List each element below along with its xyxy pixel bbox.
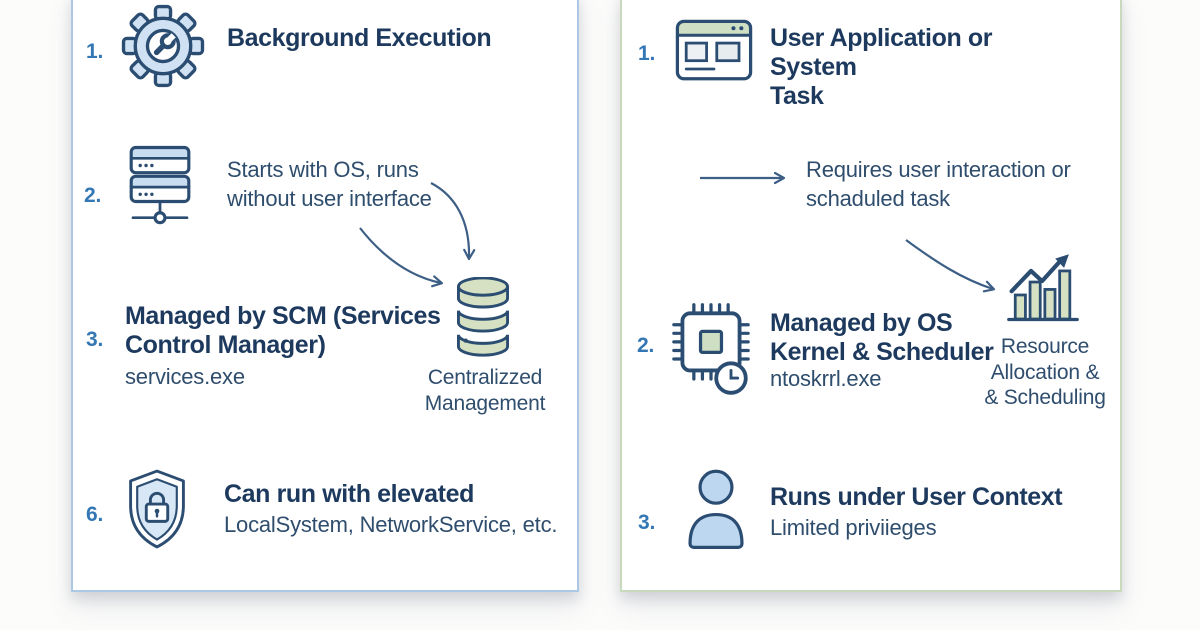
right-item-3-subtitle: Limited priviieges	[770, 515, 937, 540]
shield-lock-icon	[124, 462, 190, 556]
right-item-2-number: 2.	[637, 334, 655, 357]
left-item-3-subtitle: services.exe	[125, 364, 245, 389]
user-person-icon	[683, 469, 749, 551]
left-item-3-title: Managed by SCM (Services Control Manager…	[125, 302, 441, 359]
left-item-1-title: Background Execution	[227, 24, 492, 52]
resource-allocation-label: Resource Allocation & & Scheduling	[984, 335, 1106, 410]
left-item-3-number: 3.	[86, 328, 104, 351]
right-item-3-number: 3.	[638, 511, 656, 534]
left-item-4-number: 6.	[86, 503, 104, 526]
left-item-2-number: 2.	[84, 184, 102, 207]
right-item-1-title: User Application or System Task	[770, 24, 993, 110]
centralized-management-label: Centralizzed Management	[424, 366, 546, 415]
requires-interaction-text: Requires user interaction or schaduled t…	[806, 157, 1071, 211]
app-window-icon	[675, 19, 753, 82]
database-icon	[452, 277, 514, 357]
left-item-2-text: Starts with OS, runs without user interf…	[227, 157, 432, 211]
right-item-1-number: 1.	[638, 42, 656, 65]
right-item-2-subtitle: ntoskrrl.exe	[770, 366, 882, 391]
left-item-4-subtitle: LocalSystem, NetworkService, etc.	[224, 512, 558, 537]
bar-chart-icon	[1006, 252, 1080, 325]
right-item-2-title: Managed by OS Kernel & Scheduler	[770, 309, 994, 366]
right-item-3-title: Runs under User Context	[770, 483, 1063, 511]
gear-wrench-icon	[121, 3, 205, 89]
left-item-1-number: 1.	[86, 40, 104, 63]
cpu-clock-icon	[671, 301, 751, 398]
left-item-4-title: Can run with elevated	[224, 480, 474, 508]
server-stack-icon	[124, 143, 196, 233]
